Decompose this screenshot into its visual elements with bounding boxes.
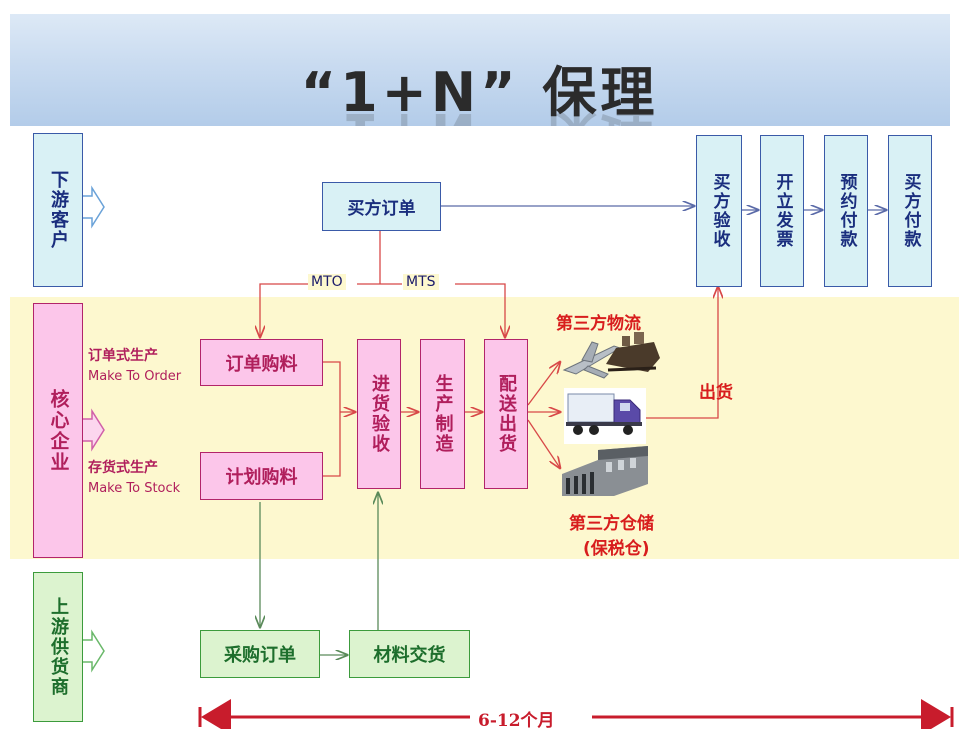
mts-label: MTS	[403, 274, 439, 290]
delivery-label: 配送出货	[496, 374, 517, 454]
mts-arrow	[455, 283, 505, 337]
plan-purchase-label: 计划购料	[225, 467, 298, 488]
issue-invoice-label: 开立发票	[772, 173, 793, 249]
page-title: “1+N” 保理	[300, 61, 659, 124]
cargo-ship-icon	[606, 332, 660, 372]
actor-core-label: 核心企业	[47, 388, 70, 473]
prepay-box: 预约付款	[824, 135, 868, 287]
mto-en-label: Make To Order	[88, 369, 182, 384]
shipment-arrow	[646, 287, 718, 419]
manufacturing-label: 生产制造	[432, 374, 454, 454]
material-delivery-box: 材料交货	[349, 630, 470, 678]
truck-icon	[564, 388, 646, 444]
shipment-label: 出货	[699, 383, 733, 403]
purchase-order-box: 采购订单	[200, 630, 320, 678]
plan-purchase-to-receiving	[323, 412, 341, 477]
actor-upstream-label: 上游供货商	[48, 597, 69, 697]
title-band	[10, 14, 950, 126]
actor-downstream: 下游客户	[33, 133, 83, 287]
warehouse-icon	[562, 446, 648, 496]
actor-downstream-label: 下游客户	[48, 170, 69, 250]
buyer-inspect-box: 买方验收	[696, 135, 742, 287]
mts-cn-label: 存货式生产	[88, 460, 158, 476]
third-warehouse-label: 第三方仓储	[569, 514, 654, 534]
order-purchase-box: 订单购料	[200, 339, 323, 386]
timeline-label: 6-12个月	[478, 711, 555, 731]
receiving-label: 进货验收	[369, 374, 390, 454]
actor-core: 核心企业	[33, 303, 83, 558]
bonded-warehouse-label: (保税仓)	[583, 539, 650, 559]
purchase-order-label: 采购订单	[224, 645, 296, 666]
core-chevron	[81, 408, 105, 452]
receiving-box: 进货验收	[357, 339, 401, 489]
actor-upstream: 上游供货商	[33, 572, 83, 722]
delivery-to-warehouse	[527, 419, 560, 468]
order-purchase-to-receiving	[323, 361, 341, 412]
issue-invoice-box: 开立发票	[760, 135, 804, 287]
mts-en-label: Make To Stock	[88, 481, 181, 496]
plan-purchase-box: 计划购料	[200, 452, 323, 500]
order-purchase-label: 订单购料	[225, 353, 298, 375]
mto-arrow	[260, 283, 310, 337]
buyer-pay-box: 买方付款	[888, 135, 932, 287]
buyer-order-box: 买方订单	[322, 182, 441, 231]
upstream-chevron	[81, 629, 105, 673]
buyer-inspect-label: 买方验收	[709, 173, 730, 249]
buyer-pay-label: 买方付款	[900, 173, 921, 249]
third-logistics-label: 第三方物流	[556, 314, 641, 334]
buyer-order-label: 买方订单	[347, 199, 416, 219]
prepay-label: 预约付款	[836, 173, 857, 249]
mto-cn-label: 订单式生产	[88, 348, 158, 364]
mto-label: MTO	[308, 274, 346, 290]
material-delivery-label: 材料交货	[373, 645, 446, 666]
airplane-icon	[562, 341, 622, 379]
delivery-to-logistics	[527, 362, 560, 406]
delivery-box: 配送出货	[484, 339, 528, 489]
downstream-chevron	[81, 185, 105, 229]
manufacturing-box: 生产制造	[420, 339, 465, 489]
